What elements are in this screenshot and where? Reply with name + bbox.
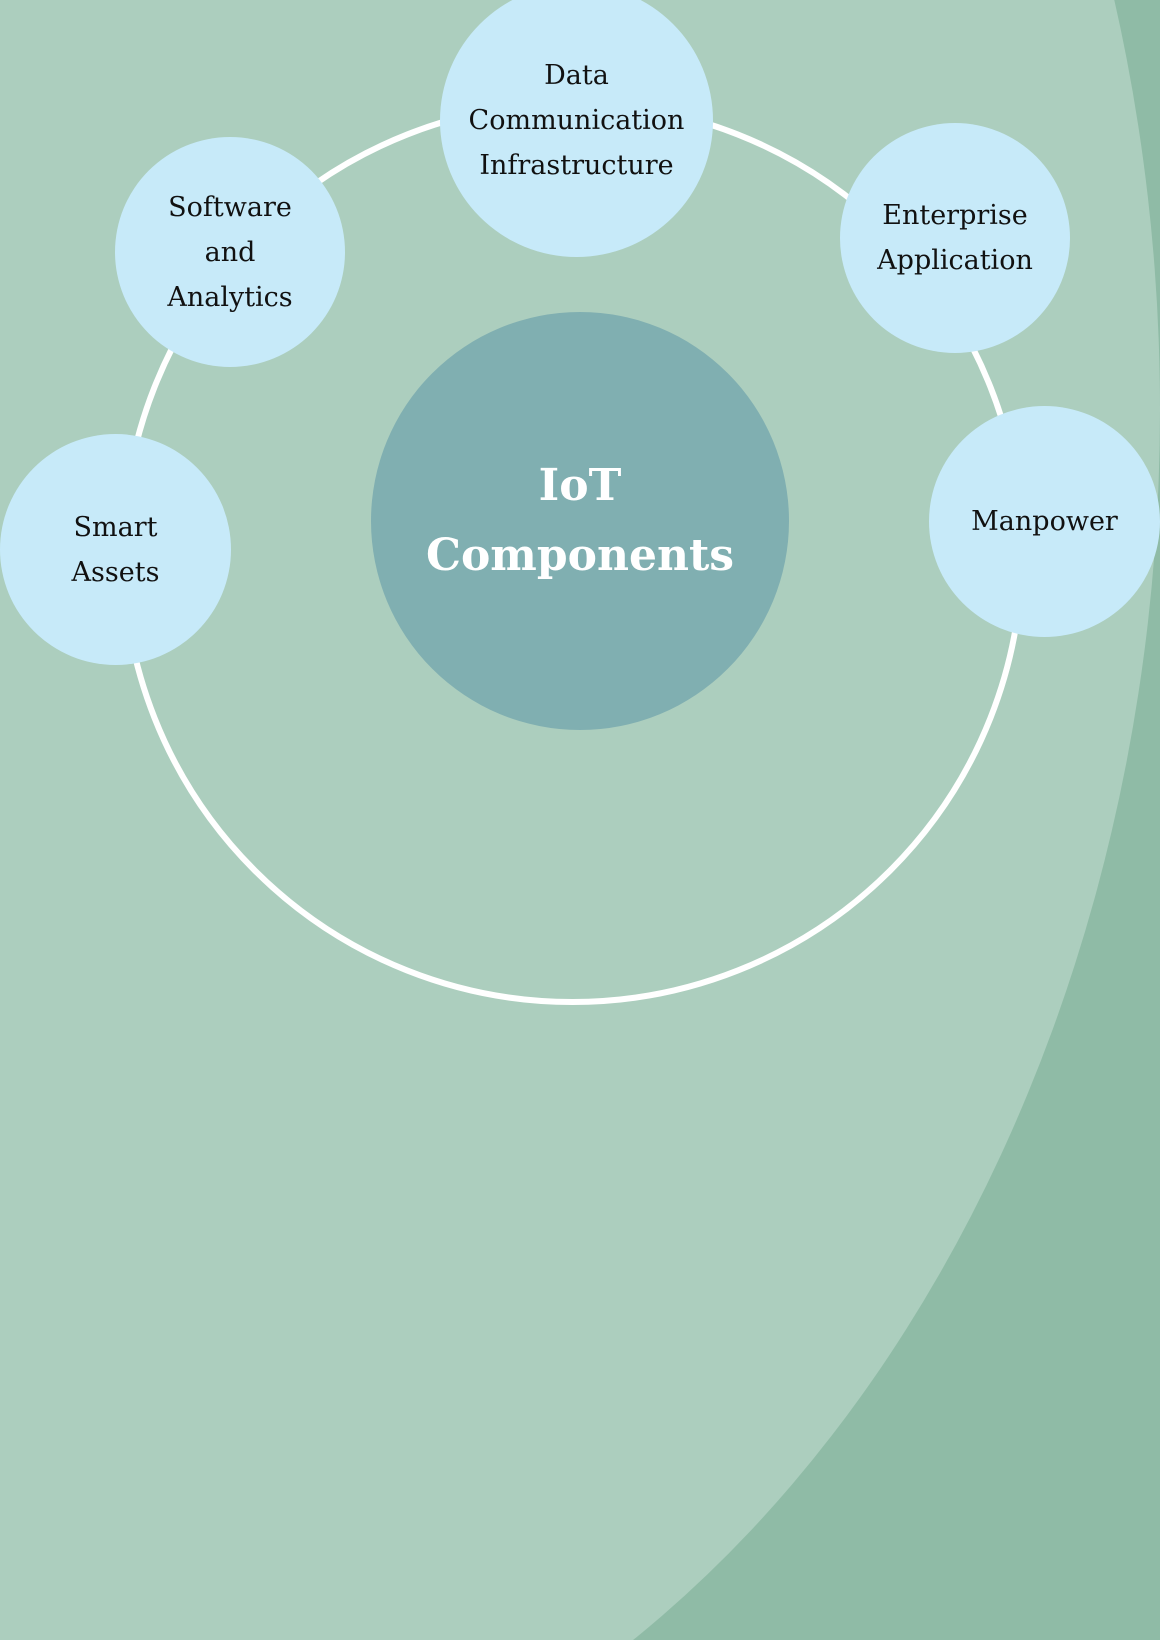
node-label: Software and Analytics bbox=[167, 191, 293, 313]
center-node-label: IoT Components bbox=[425, 460, 735, 581]
node-data-communication-infrastructure: Data Communication Infrastructure bbox=[440, 0, 713, 257]
node-label: Data Communication Infrastructure bbox=[468, 60, 685, 181]
node-label: Smart Assets bbox=[71, 511, 160, 588]
node-smart-assets: Smart Assets bbox=[0, 434, 231, 665]
node-enterprise-application: Enterprise Application bbox=[840, 123, 1070, 353]
node-software-and-analytics: Software and Analytics bbox=[115, 137, 345, 367]
node-manpower: Manpower bbox=[929, 406, 1160, 637]
node-label: Manpower bbox=[971, 506, 1118, 537]
node-label: Enterprise Application bbox=[877, 200, 1033, 276]
center-node-iot-components: IoT Components bbox=[371, 312, 789, 730]
